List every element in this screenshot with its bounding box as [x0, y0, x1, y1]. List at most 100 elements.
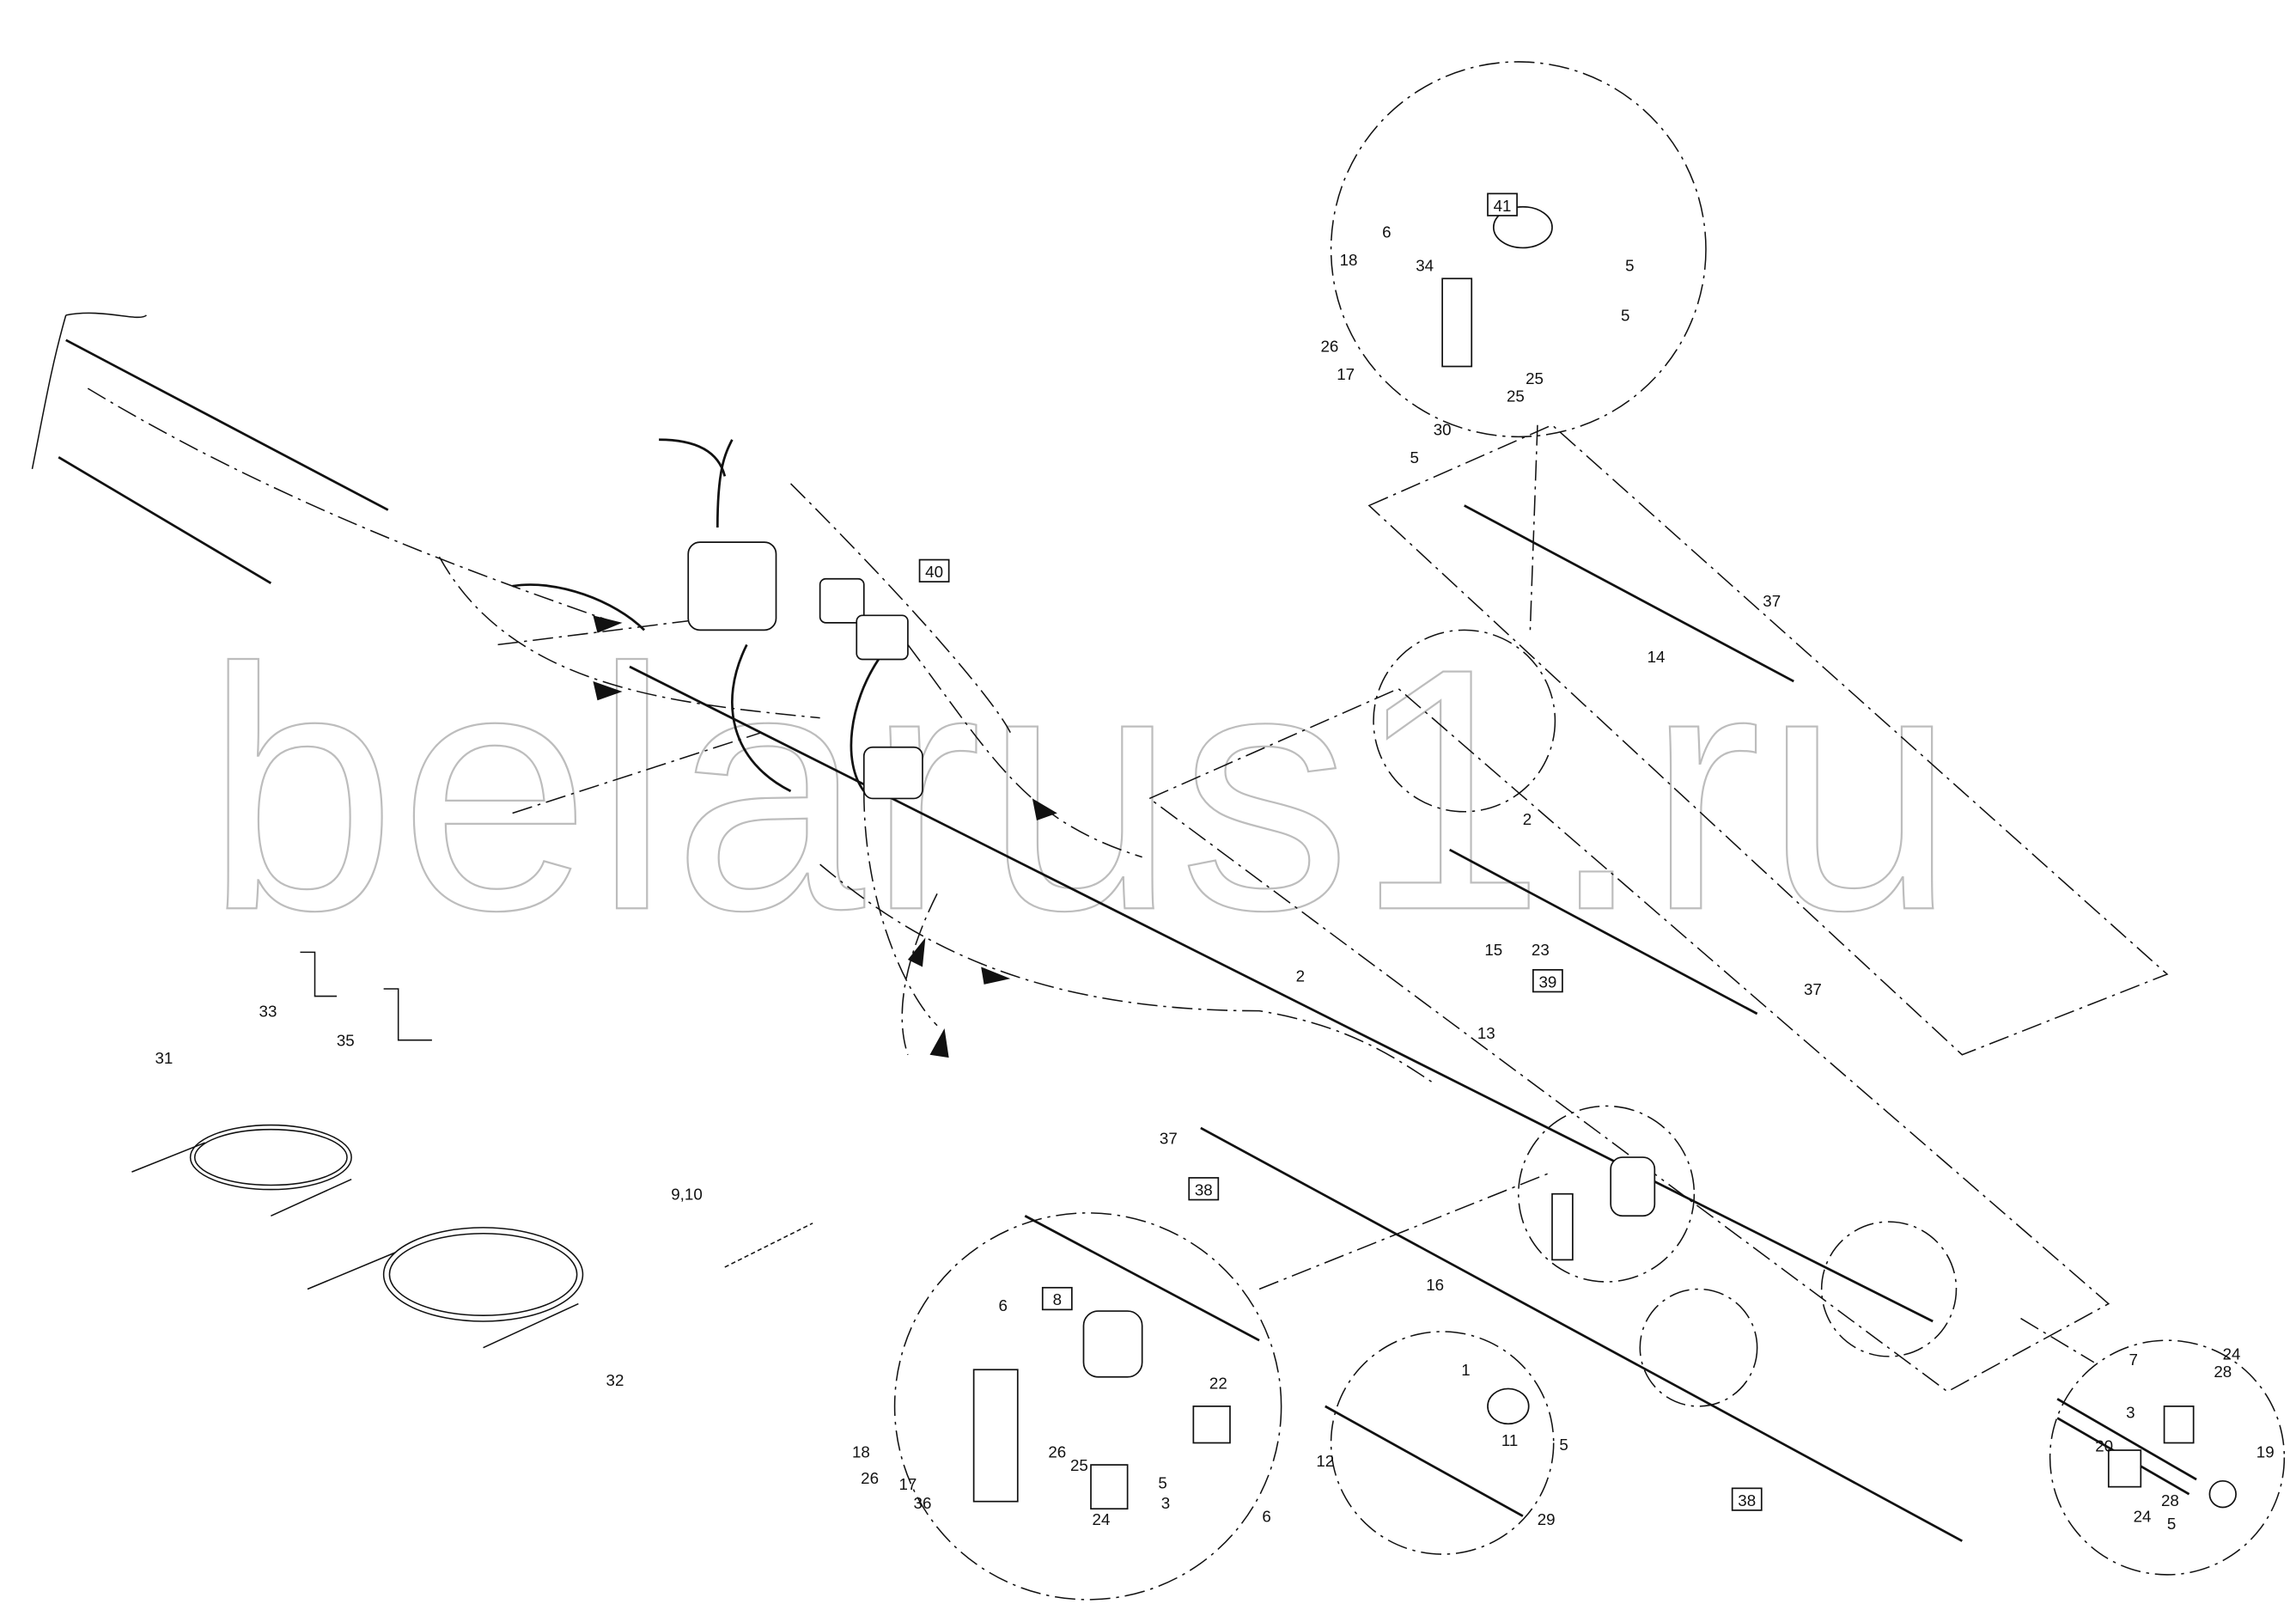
callout-box [1731, 1487, 1763, 1511]
hose-clamp [2208, 1479, 2237, 1509]
part-callout-label: 6 [999, 1296, 1008, 1314]
spiral-wrap-9-10 [724, 1223, 813, 1268]
part-callout-label: 31 [155, 1049, 173, 1067]
part-callout-label: 19 [2256, 1443, 2275, 1461]
part-callout-label: 15 [1484, 941, 1502, 959]
part-callout-label: 24 [1093, 1510, 1111, 1528]
part-callout-label: 26 [1048, 1443, 1066, 1461]
part-callout-label: 17 [898, 1475, 917, 1493]
part-callout-label: 5 [1559, 1436, 1568, 1454]
valve-body [862, 746, 923, 800]
part-callout-label: 5 [2167, 1515, 2176, 1533]
part-callout-label: 26 [1320, 337, 1338, 355]
bracket-36 [972, 1369, 1019, 1503]
part-callout-label: 6 [1262, 1508, 1270, 1526]
part-callout-label: 40 [925, 563, 943, 581]
clamp-block [2107, 1449, 2142, 1488]
part-callout-label: 7 [2129, 1351, 2138, 1369]
tube-coil-32 [307, 1227, 584, 1349]
part-callout-label: 9,10 [671, 1186, 702, 1204]
part-callout-label: 3 [2126, 1404, 2135, 1422]
part-callout-label: 38 [1738, 1491, 1756, 1509]
clamp-block [2163, 1406, 2195, 1444]
detail-circle-middle [1373, 629, 1556, 813]
part-callout-label: 6 [1382, 223, 1391, 241]
hose-clamp [1487, 1387, 1530, 1425]
part-callout-label: 26 [861, 1469, 879, 1487]
part-callout-label: 35 [337, 1032, 355, 1050]
part-callout-label: 38 [1195, 1180, 1213, 1198]
callout-box [1041, 1286, 1073, 1311]
part-callout-label: 8 [1053, 1290, 1062, 1308]
part-callout-label: 2 [1296, 967, 1305, 985]
part-callout-label: 11 [1501, 1431, 1518, 1449]
callout-box [918, 558, 950, 582]
part-callout-label: 37 [1160, 1130, 1178, 1148]
part-callout-label: 33 [259, 1002, 277, 1020]
detail-circles [893, 61, 2286, 1601]
part-callout-label: 23 [1532, 941, 1550, 959]
routing-lines [87, 387, 2169, 1393]
part-callout-label: 13 [1477, 1024, 1495, 1042]
components [131, 205, 2237, 1510]
detail-circle-clamp [2049, 1339, 2286, 1576]
bracket-35 [383, 988, 432, 1041]
valve-body [1610, 1156, 1656, 1217]
callout-box [1532, 969, 1563, 993]
part-callout-label: 1 [1461, 1361, 1470, 1379]
flow-arrows [593, 615, 1057, 1058]
part-callout-label: 41 [1494, 197, 1512, 215]
bracket [1551, 1192, 1574, 1261]
part-callout-label: 24 [2134, 1508, 2152, 1526]
tube-coil-31 [131, 1124, 352, 1217]
part-callout-label: 20 [2095, 1437, 2113, 1455]
watermark: belarus1.ru [205, 596, 1959, 981]
valve-8-actuator [1082, 1310, 1143, 1378]
part-callout-label: 32 [606, 1371, 624, 1389]
part-callout-label: 25 [1507, 387, 1525, 405]
callout-box [1188, 1177, 1220, 1201]
part-callout-label: 37 [1804, 980, 1822, 998]
part-callout-label: 12 [1316, 1452, 1334, 1470]
section-valve-block [687, 541, 777, 631]
detail-circle-valve-41 [1330, 61, 1707, 438]
part-callout-label: 36 [914, 1494, 932, 1512]
valve-41-body [1492, 205, 1553, 249]
detail-circle-valve-8 [893, 1212, 1282, 1601]
detail-circle-valve-lower [1518, 1105, 1696, 1283]
part-callout-label: 29 [1538, 1510, 1556, 1528]
part-callout-label: 22 [1209, 1374, 1227, 1392]
clamp-block [1192, 1406, 1231, 1444]
part-callout-label: 2 [1523, 810, 1532, 828]
bracket-33 [300, 951, 338, 997]
part-callout-label: 17 [1337, 365, 1355, 383]
part-callout-label: 28 [2161, 1491, 2179, 1509]
part-callout-label: 5 [1410, 448, 1419, 467]
valve-actuator [819, 577, 865, 624]
part-callout-label: 16 [1426, 1276, 1444, 1294]
part-callout-label: 34 [1416, 257, 1434, 275]
part-callout-label: 25 [1526, 369, 1544, 387]
part-callout-label: 25 [1070, 1456, 1088, 1474]
valve-actuator [856, 614, 909, 661]
callout-box [1487, 192, 1518, 216]
detail-circle-small [1639, 1288, 1758, 1407]
part-callout-label: 37 [1763, 592, 1781, 610]
bracket-34 [1441, 277, 1473, 368]
part-callout-label: 39 [1538, 973, 1556, 991]
detail-circle-end [1820, 1221, 1958, 1357]
part-callout-label: 30 [1434, 421, 1452, 439]
part-callout-label: 28 [2214, 1363, 2232, 1381]
part-callout-label: 18 [852, 1443, 870, 1461]
part-callout-label: 5 [1621, 307, 1629, 325]
detail-circle-nozzle [1330, 1331, 1555, 1555]
part-callout-label: 5 [1158, 1473, 1166, 1491]
part-callout-label: 3 [1161, 1494, 1170, 1512]
part-callout-label: 24 [2223, 1345, 2241, 1363]
part-callout-label: 18 [1340, 251, 1358, 269]
clamp-block [1090, 1464, 1129, 1510]
part-callout-label: 14 [1647, 648, 1666, 666]
